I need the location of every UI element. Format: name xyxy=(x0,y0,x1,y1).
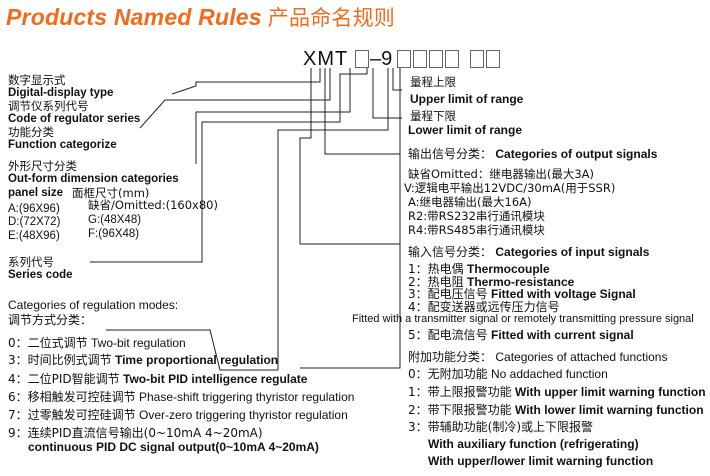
code-box-5 xyxy=(445,50,459,68)
size-f: F:(96X48) xyxy=(88,228,140,240)
size-a: A:(96X96) xyxy=(8,203,60,215)
output-item-omitted: 缺省Omitted：继电器输出(最大3A) xyxy=(408,167,594,181)
code-box-4 xyxy=(429,50,443,68)
upper-en: Upper limit of range xyxy=(410,92,524,106)
lower-en: Lower limit of range xyxy=(408,123,523,137)
size-g: G:(48X48) xyxy=(88,214,142,226)
attached-item-1: 1：带上限报警功能 With upper limit warning funct… xyxy=(408,385,706,399)
regulation-item-7: 7：过零触发可控硅调节 Over-zero triggering thyrist… xyxy=(8,408,348,422)
outform-en: Out-form dimension categories xyxy=(8,173,179,185)
lower-cn: 量程下限 xyxy=(410,109,456,123)
output-item-r2: R2:带RS232串行通讯模块 xyxy=(408,209,545,223)
attached-item-0: 0：无附加功能 No addached function xyxy=(408,367,608,381)
output-item-r4: R4:带RS485串行通讯模块 xyxy=(408,223,545,237)
upper-cn: 量程上限 xyxy=(410,75,456,89)
output-item-v: V:逻辑电平输出12VDC/30mA(用于SSR) xyxy=(404,181,616,195)
regulation-item-3: 3：时间比例式调节 Time proportional regulation xyxy=(8,353,279,367)
line-lower xyxy=(372,68,402,119)
title-cn: 产品命名规则 xyxy=(267,6,395,30)
attached-item-3: 3：带辅助功能(制冷)或上下限报警 xyxy=(408,420,593,434)
line-upper xyxy=(392,68,402,91)
model-code: XMT xyxy=(303,48,348,71)
line-input xyxy=(299,68,312,244)
line-digital xyxy=(171,68,321,95)
code-box-3 xyxy=(413,50,427,68)
regulation-cn: 调节方式分类： xyxy=(8,313,93,327)
regulation-en: Categories of regulation modes: xyxy=(8,298,179,312)
input-heading: 输入信号分类： Categories of input signals xyxy=(408,245,650,259)
attached-item-3-aux: With auxiliary function (refrigerating) xyxy=(428,437,639,451)
title-en: Products Named Rules xyxy=(6,4,262,30)
series-cn: 调节仪系列代号 xyxy=(8,99,89,113)
output-item-a: A:继电器输出(最大16A) xyxy=(408,195,532,209)
line-regulation xyxy=(277,68,389,370)
digital-cn: 数字显示式 xyxy=(8,73,66,87)
regulation-item-9-en: continuous PID DC signal output(0~10mA 4… xyxy=(28,440,319,454)
line-output xyxy=(324,68,400,155)
attached-item-2: 2：带下限报警功能 With lower limit warning funct… xyxy=(408,403,704,417)
regulation-item-9-cn: 9：连续PID直流信号输出(0~10mA 4~20mA) xyxy=(8,426,263,440)
size-e: E:(48X96) xyxy=(8,230,60,242)
code-box-6 xyxy=(470,50,484,68)
input-item-4: 4：配变送器或远传压力信号 xyxy=(408,300,560,314)
line-regulation-branch xyxy=(106,329,278,371)
line-function xyxy=(139,68,331,129)
function-en: Function categorize xyxy=(8,139,117,151)
code-box-2 xyxy=(397,50,411,68)
seriescode-cn: 系列代号 xyxy=(8,255,54,269)
series-en: Code of regulator series xyxy=(8,113,141,125)
size-d: D:(72X72) xyxy=(8,216,61,228)
input-item-2: 2：热电阻 Thermo-resistance xyxy=(408,275,575,289)
output-heading: 输出信号分类： Categories of output signals xyxy=(408,147,658,161)
line-seriescode xyxy=(90,68,368,263)
size-omitted: 缺省/Omitted:(160x80) xyxy=(88,198,218,212)
code-box-7 xyxy=(486,50,500,68)
digital-en: Digital-display type xyxy=(8,87,114,99)
code-prefix: XMT xyxy=(303,48,349,70)
code-dash: –9 xyxy=(370,48,393,70)
function-cn: 功能分类 xyxy=(8,125,54,139)
input-item-4-en: Fitted with a transmitter signal or remo… xyxy=(352,313,694,325)
outform-cn: 外形尺寸分类 xyxy=(8,159,77,173)
regulation-item-6: 6：移相触发可控硅调节 Phase-shift triggering thyri… xyxy=(8,390,355,404)
attached-heading: 附加功能分类： Categories of attached functions xyxy=(408,350,668,364)
input-item-5: 5：配电流信号 Fitted with current signal xyxy=(408,328,634,342)
attached-item-3-updown: With upper/lower limit warning function xyxy=(428,454,654,468)
line-outform xyxy=(195,68,351,164)
regulation-item-0: 0：二位式调节 Two-bit regulation xyxy=(8,336,186,350)
input-item-1: 1：热电偶 Thermocouple xyxy=(408,262,550,276)
input-item-3: 3：配电压信号 Fitted with voltage Signal xyxy=(408,287,636,301)
line-attached xyxy=(300,62,401,369)
seriescode-en: Series code xyxy=(8,269,73,281)
regulation-item-4: 4：二位PID智能调节 Two-bit PID intelligence reg… xyxy=(8,372,308,386)
panel-cn: 面框尺寸(mm) xyxy=(72,186,150,200)
panel-en: panel size xyxy=(8,187,63,199)
code-box-1 xyxy=(355,50,369,68)
